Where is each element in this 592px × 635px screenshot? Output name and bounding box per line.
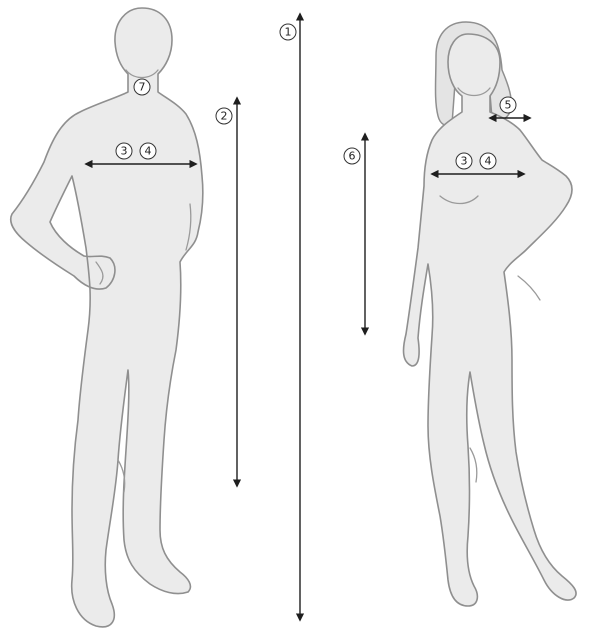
male-silhouette: [11, 8, 203, 627]
svg-text:5: 5: [505, 99, 512, 112]
svg-text:2: 2: [221, 110, 228, 123]
svg-text:1: 1: [285, 26, 292, 39]
svg-text:4: 4: [485, 155, 492, 168]
marker-7: 7: [134, 79, 150, 95]
marker-6: 6: [344, 148, 360, 164]
marker-2: 2: [216, 108, 232, 124]
male-figure: [11, 8, 203, 627]
marker-3-female: 3: [456, 153, 472, 169]
marker-3-male: 3: [116, 143, 132, 159]
svg-text:7: 7: [139, 81, 146, 94]
marker-4-female: 4: [480, 153, 496, 169]
svg-text:3: 3: [121, 145, 128, 158]
female-hip-hand: [518, 276, 540, 300]
svg-text:6: 6: [349, 150, 356, 163]
marker-4-male: 4: [140, 143, 156, 159]
female-knee-line: [470, 448, 477, 482]
female-figure: [404, 22, 577, 606]
svg-text:3: 3: [461, 155, 468, 168]
marker-1: 1: [280, 24, 296, 40]
female-silhouette: [404, 34, 577, 606]
svg-text:4: 4: [145, 145, 152, 158]
marker-5: 5: [500, 97, 516, 113]
